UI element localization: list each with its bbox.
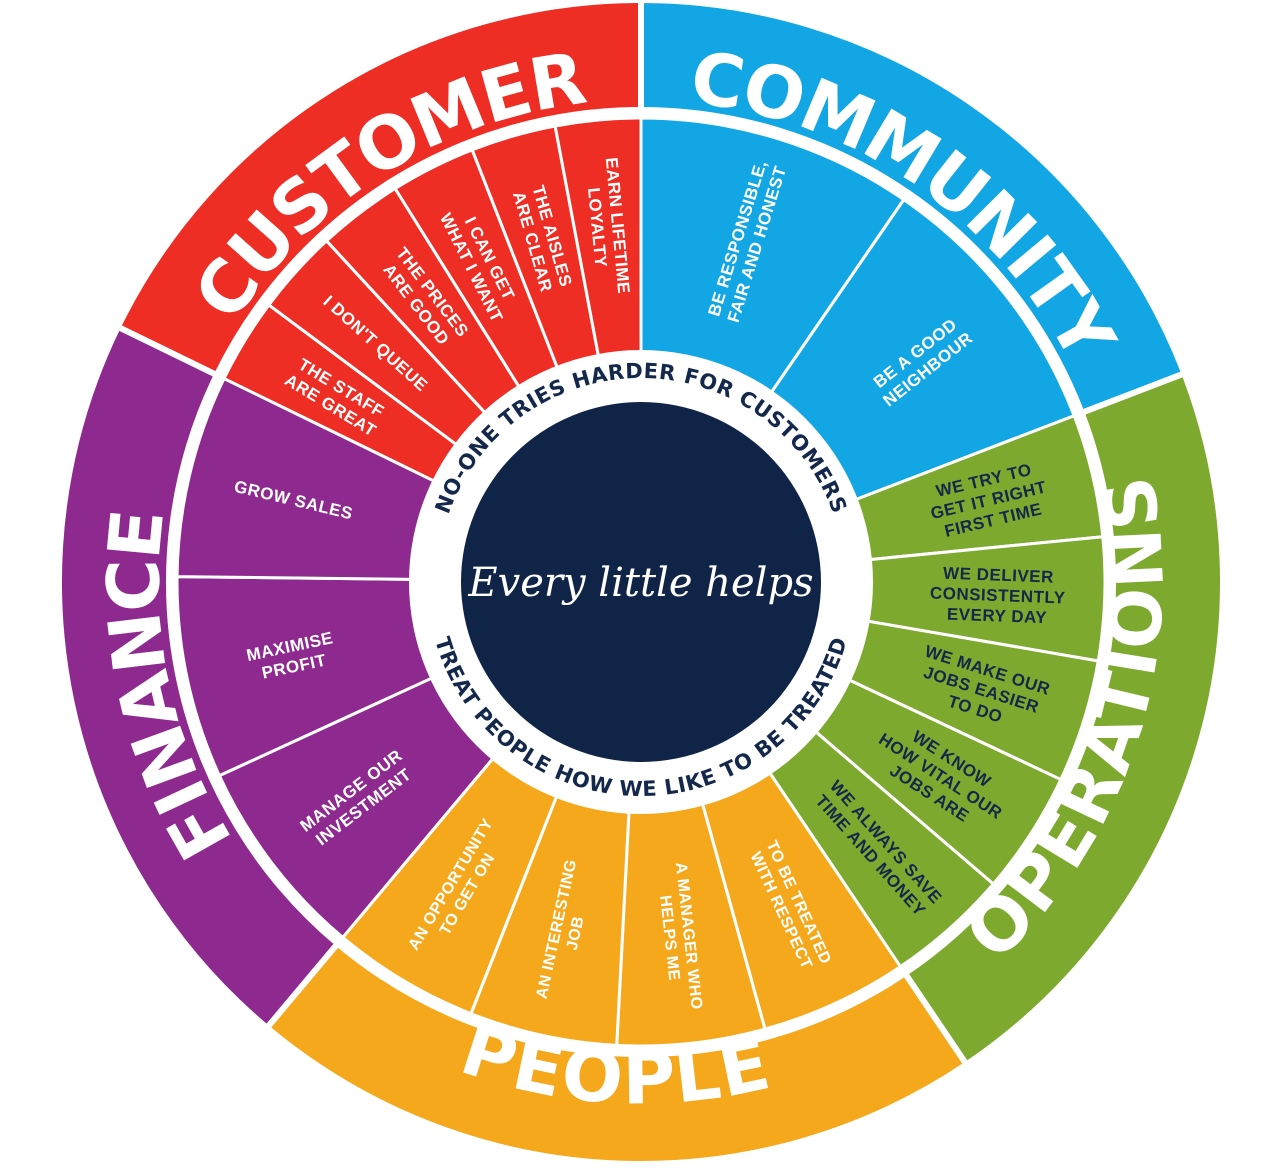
segment-label-line: WE DELIVER xyxy=(943,564,1054,587)
segment-label-line: JOB xyxy=(564,915,588,952)
center-disc xyxy=(461,402,821,762)
segment-label-line: EVERY DAY xyxy=(947,605,1048,628)
segment-label-line: CONSISTENTLY xyxy=(930,584,1066,608)
center-motto: Every little helps xyxy=(467,560,813,606)
band-finance xyxy=(56,322,342,1033)
segment-label-operations-2: WE DELIVERCONSISTENTLYEVERY DAY xyxy=(929,563,1067,628)
